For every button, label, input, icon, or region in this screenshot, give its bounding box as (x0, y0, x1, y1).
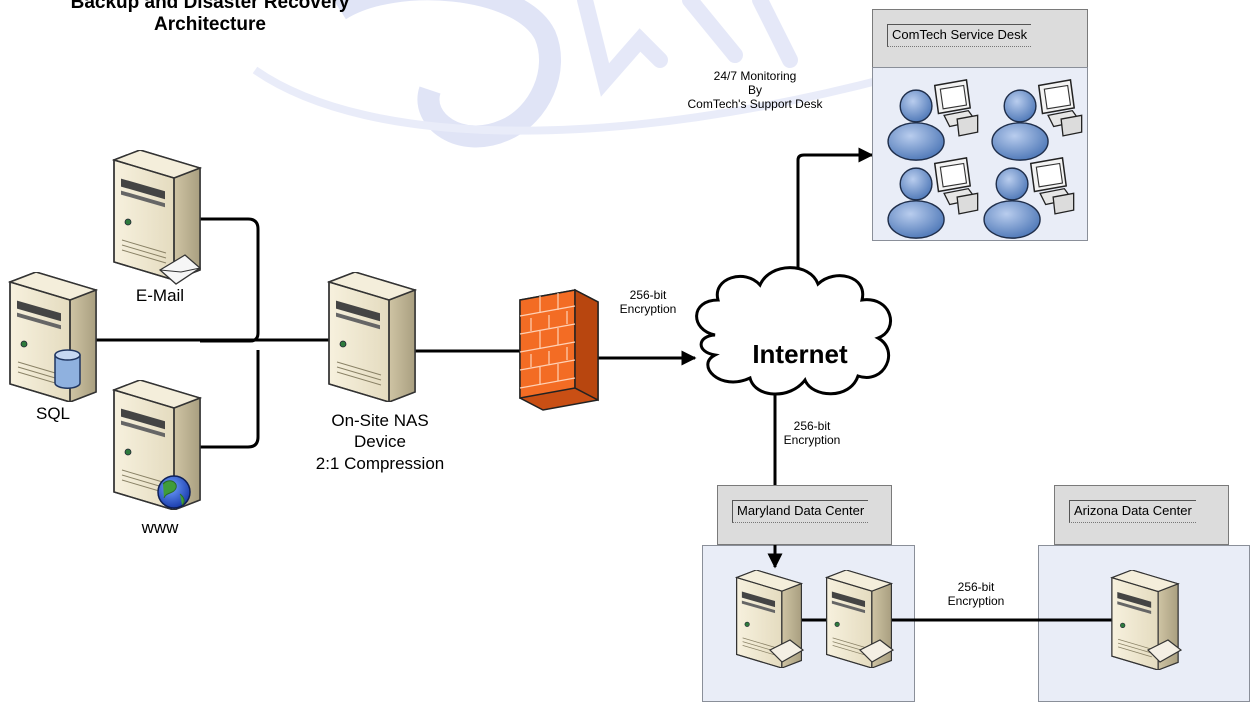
nas-device-icon (328, 272, 416, 402)
internet-cloud-icon (695, 266, 893, 396)
arizona-server-icon (1111, 570, 1183, 670)
encryption-label-datacenter: 256-bit Encryption (762, 419, 862, 448)
encryption-label-line2: Encryption (783, 432, 841, 447)
nas-label-line3: 2:1 Compression (315, 453, 445, 473)
diagram-title-line1: Backup and Disaster Recovery (70, 0, 350, 13)
service-desk-panel (872, 67, 1088, 241)
maryland-dc-header: Maryland Data Center (717, 485, 892, 545)
service-desk-header: ComTech Service Desk (872, 9, 1088, 68)
encryption-label-line1: 256-bit (629, 288, 667, 302)
firewall-icon (519, 288, 599, 411)
www-connector (155, 350, 260, 449)
service-desk-title: ComTech Service Desk (887, 24, 1032, 47)
encryption-label-line2: Encryption (947, 593, 1005, 608)
monitoring-label-line2: By (747, 82, 762, 97)
email-server-icon (113, 150, 202, 285)
agent-workstation-icon (887, 157, 979, 239)
encryption-label-line1: 256-bit (793, 419, 831, 433)
nas-label-line1: On-Site NAS (331, 411, 429, 430)
monitoring-label-line3: ComTech's Support Desk (687, 96, 823, 111)
diagram-title: Backup and Disaster Recovery Architectur… (20, 0, 400, 36)
email-label: E-Mail (135, 286, 185, 305)
encryption-label-line2: Encryption (619, 301, 677, 316)
maryland-dc-title: Maryland Data Center (732, 500, 869, 523)
sql-label: SQL (35, 404, 71, 423)
nas-label-line2: Device (354, 432, 406, 452)
encryption-label-replication: 256-bit Encryption (926, 580, 1026, 609)
monitoring-label-line1: 24/7 Monitoring (713, 69, 797, 83)
sql-server-icon (9, 272, 97, 402)
arizona-dc-header: Arizona Data Center (1054, 485, 1229, 545)
maryland-server-1-icon (736, 570, 805, 668)
nas-label: On-Site NAS Device 2:1 Compression (290, 410, 470, 474)
www-server-icon (113, 380, 201, 510)
diagram-title-line2: Architecture (154, 13, 266, 35)
internet-label: Internet (752, 339, 848, 369)
arizona-dc-title: Arizona Data Center (1069, 500, 1196, 523)
internet-to-servicedesk-arrow (796, 147, 874, 310)
agent-workstation-icon (983, 157, 1075, 239)
encryption-label-firewall: 256-bit Encryption (598, 288, 698, 317)
agent-workstation-icon (991, 79, 1083, 161)
agent-workstation-icon (887, 79, 979, 161)
maryland-server-2-icon (826, 570, 895, 668)
watermark-logo (252, 0, 902, 148)
monitoring-label: 24/7 Monitoring By ComTech's Support Des… (660, 69, 850, 111)
www-label: www (141, 518, 179, 537)
encryption-label-line1: 256-bit (957, 580, 995, 594)
